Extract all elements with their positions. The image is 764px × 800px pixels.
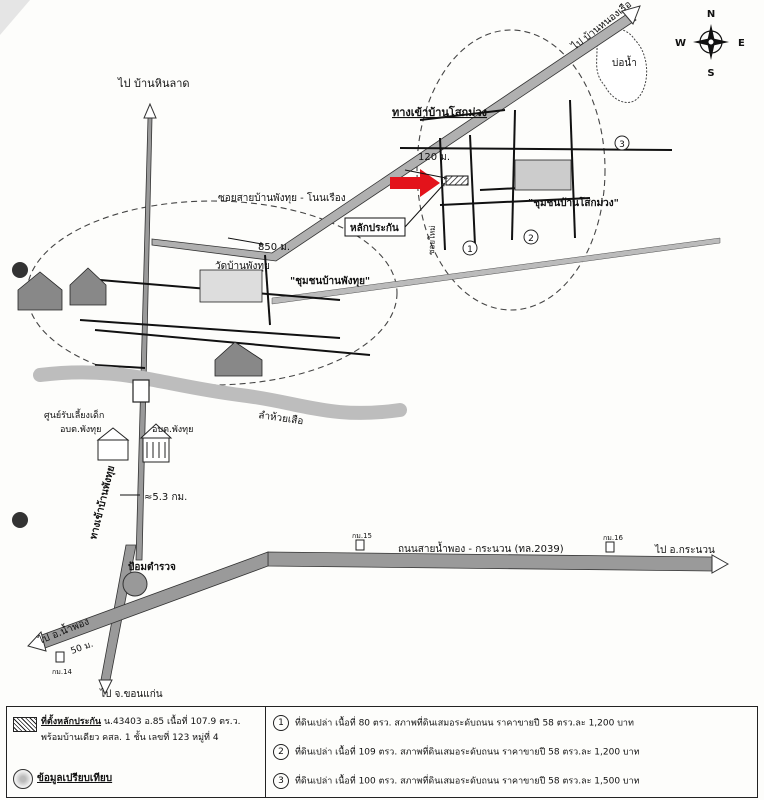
km-post-icon	[55, 651, 65, 663]
comparison-row: 3 ที่ดินเปล่า เนื้อที่ 100 ตรว. สภาพที่ดิ…	[273, 773, 640, 789]
comparison-row: 1 ที่ดินเปล่า เนื้อที่ 80 ตรว. สภาพที่ดิน…	[273, 715, 634, 731]
location-detail: น.43403 อ.85 เนื้อที่ 107.9 ตร.ว.	[103, 717, 241, 727]
dim-850m	[227, 237, 264, 246]
dim-120m	[404, 169, 448, 180]
compass-icon	[693, 24, 729, 60]
label-dist-5-3: ≈5.3 กม.	[144, 492, 187, 503]
label-entrance-phang-thui: ทางเข้าบ้านพังทุย	[87, 464, 117, 540]
location-sub: พร้อมบ้านเดียว คสล. 1 ชั้น เลขที่ 123 หม…	[41, 733, 219, 743]
compass-n: N	[707, 9, 715, 20]
legend-location: ที่ตั้งหลักประกัน น.43403 อ.85 เนื้อที่ …	[7, 707, 266, 797]
stream-huai-suea	[33, 365, 407, 420]
label-police-box: ป้อมตำรวจ	[128, 561, 176, 573]
subject-parcel	[445, 175, 469, 186]
binder-hole	[12, 512, 28, 528]
km-post-icon	[605, 541, 615, 553]
label-km15: กม.15	[352, 532, 372, 540]
label-landmark: หลักประกัน	[350, 222, 399, 234]
label-to-khon-kaen: ไป จ.ขอนแก่น	[99, 688, 163, 700]
label-childcare-1: ศูนย์รับเลี้ยงเด็ก	[44, 408, 104, 421]
label-dist-850: 850 ม.	[258, 242, 290, 253]
comparison-info-label: ข้อมูลเปรียบเทียบ	[37, 773, 113, 784]
bridge-icon	[132, 379, 150, 403]
hatch-swatch-icon	[13, 717, 37, 732]
marker-2	[523, 229, 539, 245]
road-soi-phang-thui	[151, 5, 641, 262]
community-area-sok-muang	[416, 29, 606, 311]
house-icon	[17, 159, 572, 377]
pond-label: บ่อน้ำ	[612, 55, 637, 69]
km-post-icon	[355, 539, 365, 551]
building-icon	[96, 423, 173, 463]
label-to-ban-hin-lat: ไป บ้านหินลาด	[117, 77, 190, 90]
svg-text:2: 2	[528, 234, 534, 244]
label-childcare-2: อบต.พังทุย	[60, 425, 101, 435]
marker-1	[462, 240, 478, 256]
red-arrow-icon	[390, 169, 440, 197]
arrow-khon-kaen	[98, 679, 113, 696]
stamp-icon	[13, 769, 33, 789]
label-soi-side: ซอยใหม่	[427, 225, 437, 255]
scan-corner	[0, 0, 30, 35]
label-sao-office: อบต.พังทุย	[152, 425, 193, 435]
police-box-icon	[122, 571, 148, 597]
binder-hole	[12, 262, 28, 278]
label-community-sok-muang: "ชุมชนบ้านโสกม่วง"	[528, 196, 619, 209]
label-wat-phang-thui: วัดบ้านพังทุย	[215, 260, 270, 272]
comparison-text: ที่ดินเปล่า เนื้อที่ 109 ตรว. สภาพที่ดิน…	[295, 747, 640, 758]
marker-3	[614, 135, 630, 151]
label-km16: กม.16	[603, 534, 624, 542]
comparison-row: 2 ที่ดินเปล่า เนื้อที่ 109 ตรว. สภาพที่ดิ…	[273, 744, 640, 760]
legend-comparisons: 1 ที่ดินเปล่า เนื้อที่ 80 ตรว. สภาพที่ดิน…	[265, 707, 757, 797]
label-dist-120: 120 ม.	[418, 152, 450, 163]
svg-text:1: 1	[467, 245, 473, 255]
label-highway: ถนนสายน้ำพอง - กระนวน (ทล.2039)	[398, 541, 564, 555]
label-community-phang-thui: "ชุมชนบ้านพังทุย"	[290, 275, 370, 287]
comparison-text: ที่ดินเปล่า เนื้อที่ 100 ตรว. สภาพที่ดิน…	[295, 776, 640, 787]
comparison-number: 2	[273, 744, 289, 760]
label-to-kranuan: ไป อ.กระนวน	[654, 544, 715, 556]
compass-s: S	[707, 68, 714, 79]
label-entrance-sok-muang: ทางเข้าบ้านโสกม่วง	[392, 105, 487, 119]
legend: ที่ตั้งหลักประกัน น.43403 อ.85 เนื้อที่ …	[6, 706, 758, 798]
comparison-number: 3	[273, 773, 289, 789]
road-ban-hin-lat	[135, 102, 157, 561]
highway-2039	[27, 551, 730, 652]
label-dist-50: 50 ม.	[70, 640, 95, 657]
location-title: ที่ตั้งหลักประกัน	[41, 717, 102, 727]
svg-text:3: 3	[619, 140, 625, 150]
label-soi-phang-thui: ซอยสายบ้านพังทุย - โนนเรือง	[218, 191, 346, 204]
comparison-text: ที่ดินเปล่า เนื้อที่ 80 ตรว. สภาพที่ดินเ…	[295, 718, 634, 729]
compass-e: E	[738, 38, 745, 49]
label-km14: กม.14	[52, 668, 73, 676]
pond	[596, 28, 648, 103]
compass-w: W	[675, 38, 686, 49]
comparison-number: 1	[273, 715, 289, 731]
road-sok-muang-east	[271, 237, 721, 305]
